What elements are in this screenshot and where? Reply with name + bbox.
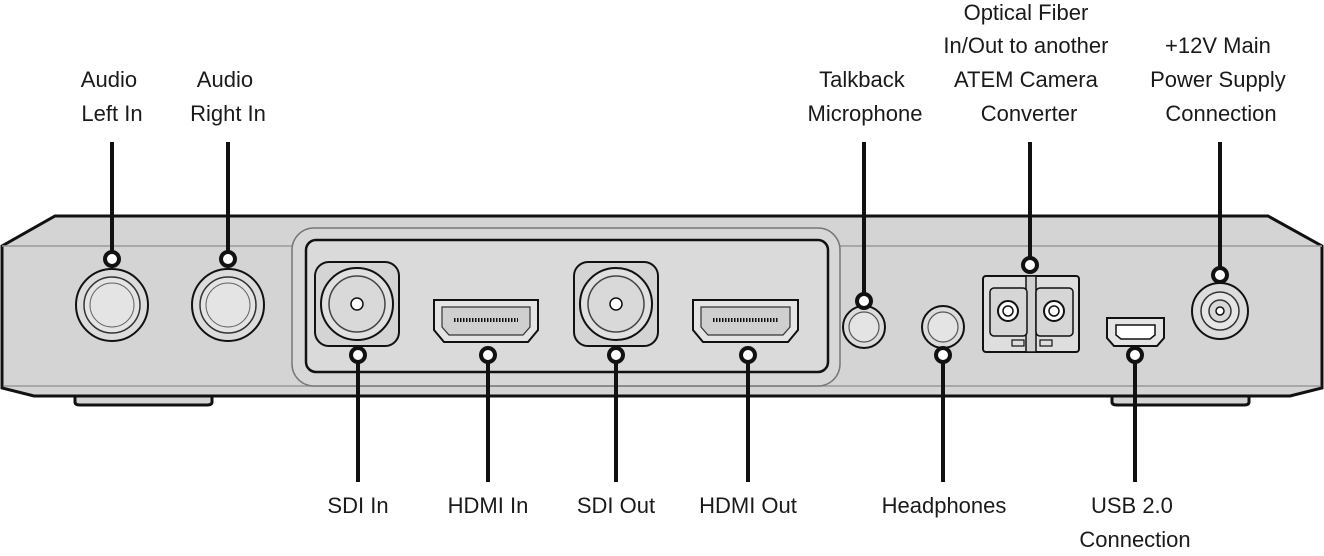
lc-fiber-connector-icon [982,275,1080,353]
label-line: Left In [81,101,142,126]
callout-dot [1126,346,1144,364]
callout-dot [739,346,757,364]
label-audio-left-in: Audio Left In [81,67,143,126]
callout-dot [607,346,625,364]
mini-jack-icon [921,305,965,349]
label-line: Connection [1079,527,1190,552]
label-hdmi-in: HDMI In [448,493,529,518]
label-line: Power Supply [1150,67,1286,92]
callout-dot [855,292,873,310]
label-line: SDI In [327,493,388,518]
label-audio-right-in: Audio Right In [190,67,266,126]
label-line: USB 2.0 [1091,493,1173,518]
hdmi-port-icon [692,299,799,343]
label-line: Microphone [808,101,923,126]
label-line: Optical Fiber [964,0,1089,25]
label-line: In/Out to another [943,33,1108,58]
dc-power-jack-icon [1191,282,1249,340]
mini-usb-port-icon [1106,317,1165,347]
callout-dot [934,346,952,364]
label-sdi-out: SDI Out [577,493,655,518]
label-line: Headphones [882,493,1007,518]
label-line: Right In [190,101,266,126]
hdmi-port-icon [433,299,539,343]
xlr-jack-icon [191,268,265,342]
label-line: Audio [81,67,137,92]
xlr-jack-icon [75,268,149,342]
device-foot-right [1110,396,1251,407]
label-hdmi-out: HDMI Out [699,493,797,518]
device-foot-left [73,396,214,407]
callout-dot [479,346,497,364]
label-line: HDMI In [448,493,529,518]
label-sdi-in: SDI In [327,493,388,518]
mini-jack-icon [842,305,886,349]
callout-dot [103,250,121,268]
callout-dot [349,346,367,364]
video-panel [304,238,830,374]
label-line: Converter [981,101,1078,126]
label-line: SDI Out [577,493,655,518]
label-power-supply: +12V Main Power Supply Connection [1150,33,1292,126]
label-optical-fiber: Optical Fiber In/Out to another ATEM Cam… [943,0,1114,126]
callout-dot [219,250,237,268]
label-line: ATEM Camera [954,67,1099,92]
label-line: HDMI Out [699,493,797,518]
label-talkback-microphone: Talkback Microphone [808,67,923,126]
label-line: +12V Main [1165,33,1271,58]
label-line: Audio [197,67,253,92]
label-line: Connection [1165,101,1276,126]
bnc-connector-icon [314,261,400,347]
bnc-connector-icon [573,261,659,347]
callout-dot [1211,266,1229,284]
callout-dot [1021,256,1039,274]
label-line: Talkback [819,67,906,92]
label-headphones: Headphones [882,493,1007,518]
label-usb: USB 2.0 Connection [1079,493,1190,552]
